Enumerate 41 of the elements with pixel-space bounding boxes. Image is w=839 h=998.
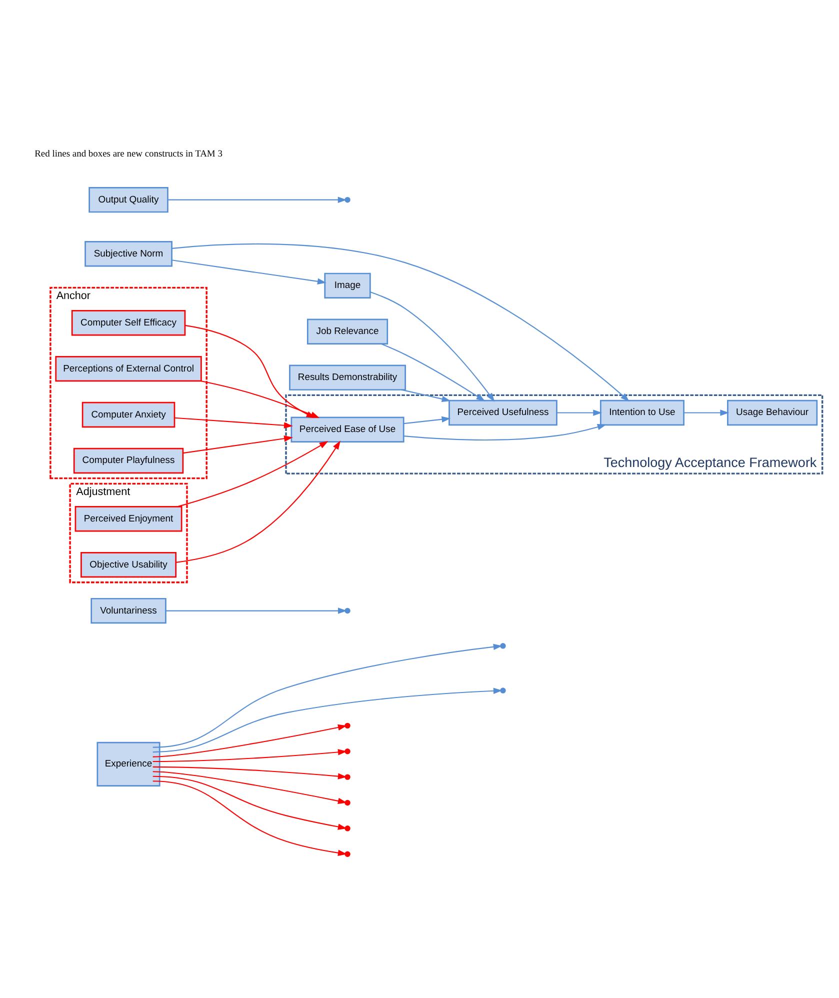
arrow [684,410,730,416]
arrow [152,749,347,762]
arrow [370,292,495,402]
arrow [381,343,486,402]
node-box: Image [324,272,371,298]
arrow [152,776,347,830]
node-box: Intention to Use [600,400,684,426]
arrow [152,688,502,753]
arrow [176,440,340,563]
node-box: Perceptions of External Control [55,356,202,382]
arrow [402,389,451,402]
node-box: Computer Anxiety [82,402,176,428]
arrow [172,243,630,402]
arrow [152,724,347,758]
node-box: Usage Behaviour [727,400,818,426]
arrow [404,424,606,440]
node-box: Perceived Enjoyment [74,506,182,532]
arrow [556,410,602,416]
arrow [152,644,502,748]
node-box: Computer Self Efficacy [71,310,186,336]
node-box: Results Demonstrability [289,364,406,390]
arrow [182,436,293,454]
node-box: Output Quality [88,186,168,213]
node-box: Perceived Ease of Use [290,416,404,442]
arrow [152,780,347,856]
node-box: Voluntariness [90,598,166,624]
arrow [168,196,347,203]
node-box: Subjective Norm [84,241,172,267]
node-box: Perceived Usefulness [448,400,558,426]
node-box: Experience [96,742,160,787]
node-box: Computer Playfulness [73,448,184,474]
arrow [152,771,347,804]
arrow [174,417,293,428]
arrow [152,766,347,780]
node-box: Job Relevance [306,318,388,344]
arrow [172,260,326,284]
arrow [177,441,328,508]
arrow [166,608,347,614]
node-box: Objective Usability [80,552,177,578]
label: Red lines and boxes are new constructs in TAM 3 [34,149,222,160]
arrow [404,416,451,424]
